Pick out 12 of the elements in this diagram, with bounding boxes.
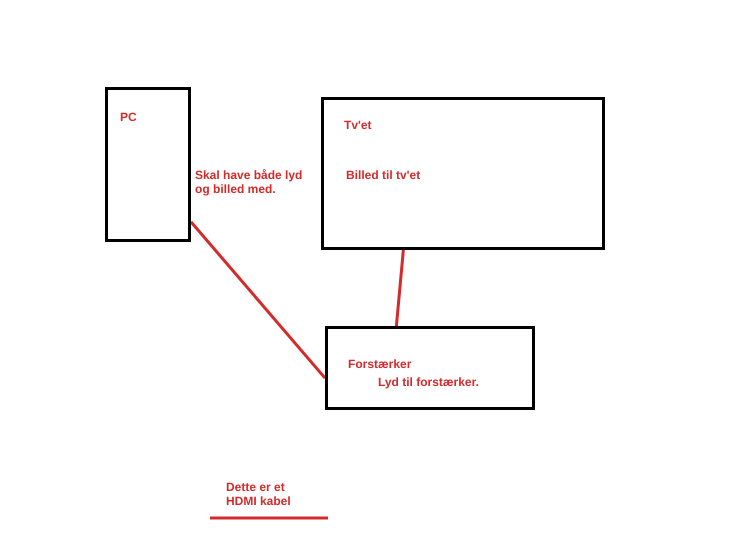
legend-text: Dette er et HDMI kabel	[226, 480, 292, 508]
device-name: PC	[120, 110, 137, 125]
device-note: Lyd til forstærker.	[378, 375, 479, 390]
device-box	[325, 326, 535, 410]
device-note: Billed til tv'et	[346, 168, 420, 183]
device-box	[105, 87, 191, 242]
device-name: Tv'et	[344, 118, 372, 133]
device-note: Skal have både lyd og billed med.	[195, 168, 304, 196]
device-name: Forstærker	[348, 357, 412, 372]
cable-line	[190, 220, 326, 380]
cable-line	[394, 250, 405, 326]
device-box	[321, 97, 605, 250]
